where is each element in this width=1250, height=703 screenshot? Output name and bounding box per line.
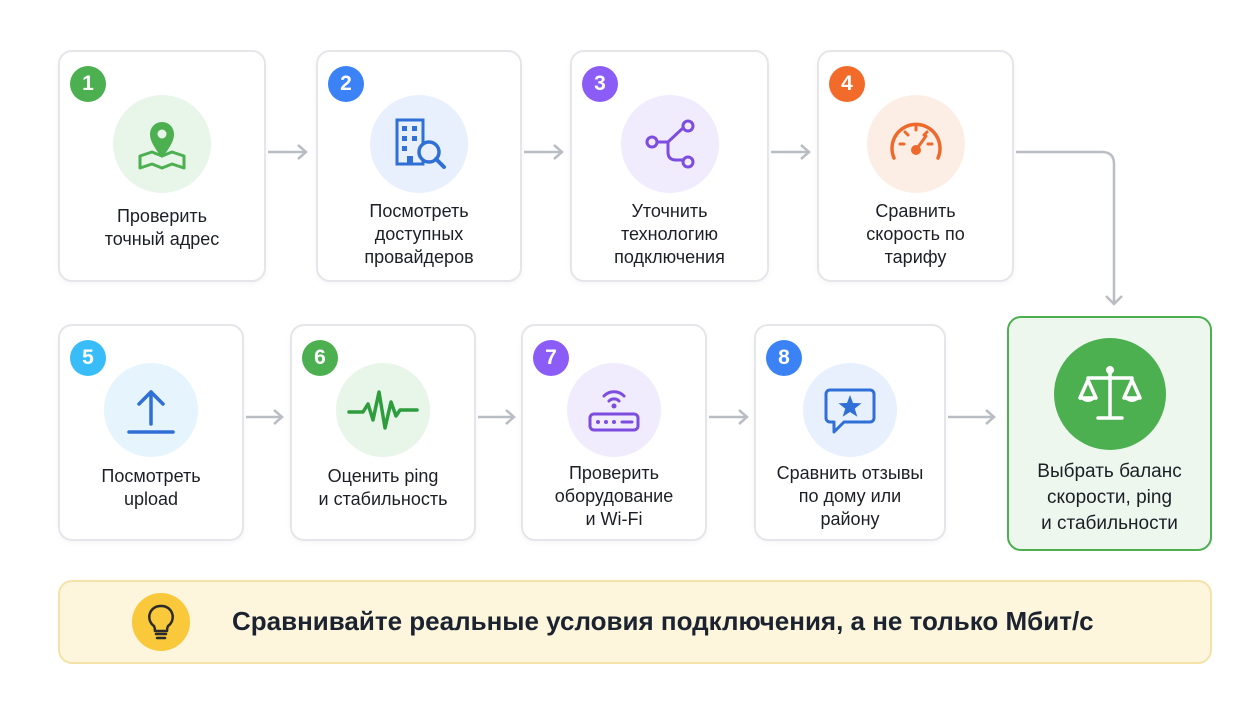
review-star-icon bbox=[803, 363, 897, 457]
step-number-badge: 8 bbox=[766, 340, 802, 376]
step-card-2: 2 Посмотреть доступных провайдеров bbox=[316, 50, 522, 282]
speedometer-icon bbox=[866, 95, 965, 193]
result-label: Выбрать баланс скорости, ping и стабильн… bbox=[1037, 461, 1182, 534]
tip-banner: Сравнивайте реальные условия подключения… bbox=[58, 580, 1212, 664]
lightbulb-icon bbox=[132, 593, 190, 651]
step-label: Сравнить скорость по тарифу bbox=[866, 201, 965, 267]
step-number-badge: 4 bbox=[829, 66, 865, 102]
step-number-badge: 6 bbox=[302, 340, 338, 376]
result-card: Выбрать баланс скорости, ping и стабильн… bbox=[1007, 316, 1212, 551]
scales-icon bbox=[1053, 338, 1166, 450]
building-search-icon bbox=[370, 95, 468, 193]
connection-branch-icon bbox=[620, 95, 719, 193]
step-card-5: 5 Посмотреть upload bbox=[58, 324, 244, 541]
router-icon bbox=[567, 363, 661, 457]
arrow-4-result bbox=[1016, 150, 1123, 306]
step-number-badge: 5 bbox=[70, 340, 106, 376]
step-label: Посмотреть upload bbox=[101, 466, 201, 509]
step-label: Оценить ping и стабильность bbox=[318, 466, 448, 509]
arrow-7-8 bbox=[709, 409, 749, 425]
arrow-6-7 bbox=[478, 409, 516, 425]
step-label: Проверить точный адрес bbox=[104, 206, 220, 249]
step-label: Посмотреть доступных провайдеров bbox=[364, 201, 474, 267]
step-card-6: 6 Оценить ping и стабильность bbox=[290, 324, 476, 541]
step-number-badge: 2 bbox=[328, 66, 364, 102]
upload-icon bbox=[104, 363, 198, 457]
step-card-8: 8 Сравнить отзывы по дому или району bbox=[754, 324, 946, 541]
pulse-icon bbox=[336, 363, 430, 457]
arrow-2-3 bbox=[524, 144, 564, 160]
arrow-8-result bbox=[948, 409, 996, 425]
step-label: Сравнить отзывы по дому или району bbox=[776, 463, 924, 529]
step-card-4: 4 Сравнить скорость по тарифу bbox=[817, 50, 1014, 282]
tip-text: Сравнивайте реальные условия подключения… bbox=[232, 606, 1094, 636]
step-card-7: 7 Проверить оборудование и Wi-Fi bbox=[521, 324, 707, 541]
step-label: Уточнить технологию подключения bbox=[614, 201, 725, 267]
map-pin-icon bbox=[113, 95, 211, 193]
step-card-3: 3 Уточнить технологию подключения bbox=[570, 50, 769, 282]
arrow-3-4 bbox=[771, 144, 811, 160]
step-number-badge: 7 bbox=[533, 340, 569, 376]
step-label: Проверить оборудование и Wi-Fi bbox=[554, 463, 674, 529]
arrow-1-2 bbox=[268, 144, 308, 160]
step-card-1: 1 Проверить точный адрес bbox=[58, 50, 266, 282]
arrow-5-6 bbox=[246, 409, 284, 425]
step-number-badge: 1 bbox=[70, 66, 106, 102]
step-number-badge: 3 bbox=[582, 66, 618, 102]
